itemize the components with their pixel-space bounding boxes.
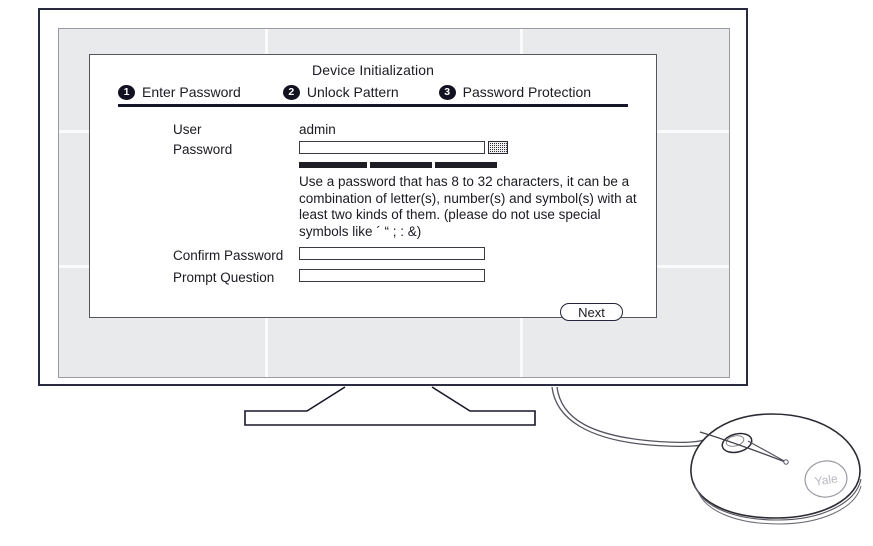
- password-input-wrap: [299, 141, 508, 154]
- step-label-unlock-pattern: Unlock Pattern: [306, 84, 399, 100]
- wizard-step-unlock-pattern[interactable]: 2 Unlock Pattern: [282, 84, 399, 100]
- lower-fields: Confirm Password Prompt Question: [90, 247, 656, 287]
- monitor-screen: Device Initialization 1 Enter Password 2…: [58, 28, 730, 378]
- svg-text:Yale: Yale: [814, 471, 839, 488]
- wizard-step-password-protection[interactable]: 3 Password Protection: [438, 84, 592, 100]
- password-input[interactable]: [299, 141, 485, 154]
- step-label-enter-password: Enter Password: [142, 84, 241, 100]
- password-requirements-text: Use a password that has 8 to 32 characte…: [299, 174, 637, 239]
- step-number-badge-2: 2: [282, 84, 300, 100]
- user-row: User admin: [90, 121, 656, 139]
- step-label-password-protection: Password Protection: [462, 84, 592, 100]
- next-button[interactable]: Next: [560, 303, 623, 321]
- mouse-cable: [551, 386, 707, 448]
- confirm-password-row: Confirm Password: [90, 247, 656, 265]
- password-strength-segment-2: [370, 162, 432, 168]
- computer-mouse-illustration: Yale: [690, 413, 862, 525]
- prompt-question-label: Prompt Question: [173, 270, 275, 285]
- step-number-badge-1: 1: [118, 84, 135, 100]
- password-strength-segment-1: [299, 162, 367, 168]
- dialog-actions: Next: [90, 303, 623, 321]
- step-number-badge-3: 3: [438, 84, 456, 100]
- user-value: admin: [299, 122, 336, 137]
- monitor-frame: Device Initialization 1 Enter Password 2…: [38, 8, 748, 386]
- brand-logo: [804, 460, 848, 498]
- wizard-step-enter-password[interactable]: 1 Enter Password: [118, 84, 241, 100]
- user-label: User: [173, 122, 202, 137]
- password-strength-segment-3: [435, 162, 497, 168]
- confirm-password-input[interactable]: [299, 247, 485, 260]
- eye-toggle-icon[interactable]: [488, 141, 508, 154]
- wizard-steps: 1 Enter Password 2 Unlock Pattern 3 Pass…: [118, 84, 628, 107]
- password-row: Password: [90, 141, 656, 159]
- mouse-scroll-wheel: [721, 432, 753, 454]
- dialog-title: Device Initialization: [312, 62, 434, 78]
- prompt-question-input[interactable]: [299, 269, 485, 282]
- prompt-question-row: Prompt Question: [90, 269, 656, 287]
- confirm-password-label: Confirm Password: [173, 248, 284, 263]
- password-label: Password: [173, 142, 233, 157]
- password-strength-bar: [299, 162, 497, 168]
- initialization-form: User admin Password Use a password that …: [90, 121, 656, 321]
- device-initialization-dialog: Device Initialization 1 Enter Password 2…: [89, 54, 657, 321]
